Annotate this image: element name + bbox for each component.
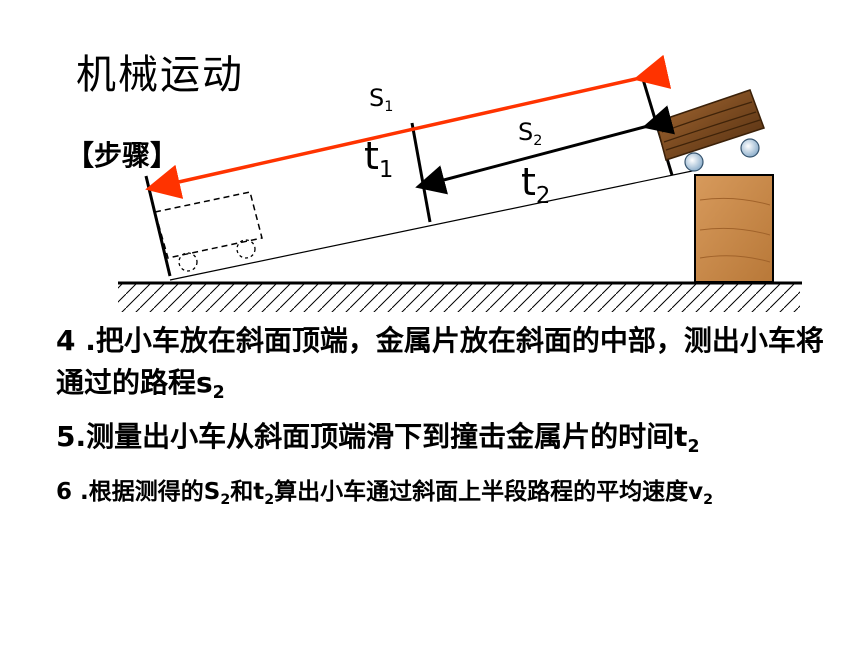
- procedure-steps: 4 .把小车放在斜面顶端，金属片放在斜面的中部，测出小车将通过的路程s2 5.测…: [56, 320, 846, 518]
- label-t2: t2: [521, 160, 551, 209]
- metal-strip-mid: [410, 122, 432, 223]
- s2-arrow: [415, 105, 676, 195]
- label-t1: t1: [364, 134, 394, 183]
- step-4: 4 .把小车放在斜面顶端，金属片放在斜面的中部，测出小车将通过的路程s2: [56, 324, 824, 404]
- support-block-grain: [699, 197, 771, 263]
- step-6: 6 .根据测得的S2和t2算出小车通过斜面上半段路程的平均速度v2: [56, 479, 714, 509]
- end-barrier: [144, 175, 172, 277]
- cart-outline-bottom: [154, 191, 263, 272]
- wooden-cart: [655, 89, 765, 172]
- label-s2: S2: [518, 118, 543, 150]
- label-s1: S1: [369, 84, 394, 116]
- incline-surface: [169, 169, 698, 281]
- ground-hatch: [118, 284, 800, 312]
- step-5: 5.测量出小车从斜面顶端滑下到撞击金属片的时间t2: [56, 420, 700, 458]
- s1-arrow: [145, 54, 672, 199]
